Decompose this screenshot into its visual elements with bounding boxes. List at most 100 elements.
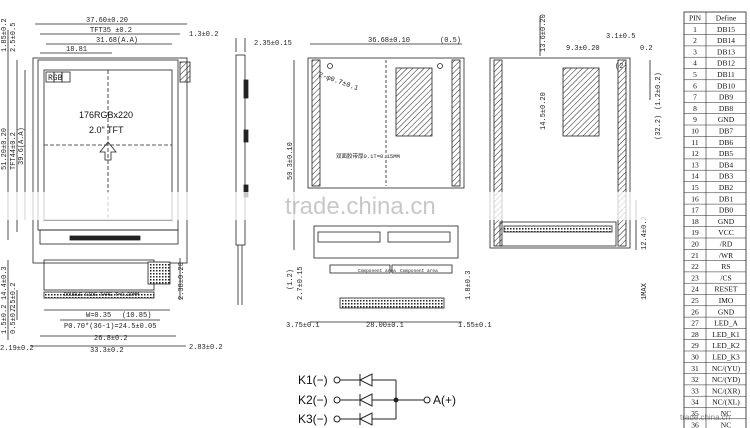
pin-define: DB5 bbox=[719, 149, 733, 158]
pin-number: 11 bbox=[691, 138, 698, 147]
pin-number: 22 bbox=[691, 262, 699, 271]
pin-number: 25 bbox=[691, 296, 699, 305]
right-label-c: 0.2 bbox=[640, 45, 653, 53]
right-label-d: 14.5±0.20 bbox=[540, 92, 548, 130]
right-label-e: (2) bbox=[615, 63, 628, 71]
pin-define: NC/(YD) bbox=[712, 375, 741, 384]
pin-define: NC bbox=[721, 409, 731, 418]
pin-define: NC/(XR) bbox=[712, 386, 740, 395]
pin-define: DB6 bbox=[719, 138, 733, 147]
pin-number: 36 bbox=[691, 420, 699, 428]
top-margin-2-label: 2.5±0.5 bbox=[10, 23, 18, 52]
pin-number: 23 bbox=[691, 273, 699, 282]
right-label-h: 12.4±0.2 bbox=[641, 216, 649, 250]
view-area-height-label: 39.6(A.A) bbox=[18, 127, 26, 165]
right-label-a: 9.3±0.20 bbox=[566, 45, 600, 53]
pin-define: IMO bbox=[719, 296, 734, 305]
tape-label: 双面胶带厚0.1T=0.15MM bbox=[336, 152, 400, 160]
up-arrow-icon bbox=[99, 141, 117, 161]
w-value-label: (10.85) bbox=[122, 312, 151, 320]
right-top-label: 13.6±0.20 bbox=[540, 14, 548, 52]
front-view-labels: 37.60±0.20 TFT35 ±0.2 31.68(A.A) 18.81 1… bbox=[0, 17, 223, 355]
k3-label: K3(−) bbox=[298, 412, 328, 426]
outline-width-label: 37.60±0.20 bbox=[86, 17, 128, 25]
pin-define: GND bbox=[718, 115, 735, 124]
right-bottom-margin-label: 2.83±0.2 bbox=[189, 344, 223, 352]
resolution-label: 176RGBx220 bbox=[79, 110, 133, 120]
pin-number: 35 bbox=[691, 409, 699, 418]
pin-number: 7 bbox=[693, 93, 697, 102]
pin-number: 33 bbox=[691, 386, 699, 395]
pin-number: 17 bbox=[691, 206, 699, 215]
pin-number: 10 bbox=[691, 127, 699, 136]
right-view bbox=[489, 16, 651, 250]
back-label-3: 1.8±0.3 bbox=[465, 271, 473, 300]
pin-define: NC/(XL) bbox=[712, 398, 740, 407]
pin-number: 14 bbox=[691, 172, 699, 181]
back-view bbox=[293, 43, 465, 323]
back-label-2: 2.7±0.15 bbox=[297, 266, 305, 300]
pin-define: DB11 bbox=[717, 70, 735, 79]
pin-number: 15 bbox=[691, 183, 699, 192]
pin-define: DB4 bbox=[719, 160, 733, 169]
tail-3-label: 1.5±0.2 bbox=[1, 305, 9, 334]
pin-define: VCC bbox=[718, 228, 733, 237]
back-offset-label: (0.5) bbox=[440, 37, 461, 45]
w-label: W=0.35 bbox=[86, 312, 111, 320]
pin-number: 2 bbox=[693, 36, 697, 45]
pin-define: LED_K1 bbox=[712, 330, 740, 339]
top-margin-1-label: 1.85±0.2 bbox=[1, 18, 9, 52]
right-label-g: (32.2) bbox=[655, 115, 663, 140]
pin-define: DB7 bbox=[719, 127, 733, 136]
right-view-labels: 13.6±0.20 9.3±0.20 3.1±0.5 0.2 14.5±0.20… bbox=[540, 14, 663, 300]
pin-number: 21 bbox=[691, 251, 699, 260]
right-label-i: 1MAX bbox=[641, 282, 649, 300]
hatched-pad bbox=[179, 61, 191, 83]
pin-define: DB15 bbox=[717, 25, 735, 34]
pin-number: 27 bbox=[691, 319, 699, 328]
pin-define: NC bbox=[721, 420, 731, 428]
pin-define: /WR bbox=[719, 251, 733, 260]
ic-area bbox=[395, 67, 433, 137]
pin-header: PIN bbox=[689, 14, 702, 23]
inner-width-label: 18.81 bbox=[66, 46, 87, 54]
define-header: Define bbox=[716, 14, 737, 23]
tail-4-label: 0.5±0.2 bbox=[10, 305, 18, 334]
k1-label: K1(−) bbox=[298, 373, 328, 387]
back-width-label: 36.68±0.10 bbox=[368, 37, 410, 45]
pin-table-frame bbox=[683, 11, 747, 428]
pin-define: DB9 bbox=[719, 93, 733, 102]
right-margin-label: 1.3±0.2 bbox=[189, 31, 218, 39]
circuit-labels: K1(−) K2(−) K3(−) A(+) bbox=[298, 373, 456, 426]
pin-define: LED_K3 bbox=[712, 353, 740, 362]
pin-define: DB10 bbox=[717, 81, 735, 90]
pin-define: NC/(YU) bbox=[712, 364, 741, 373]
pin-number: 34 bbox=[691, 398, 699, 407]
k2-label: K2(−) bbox=[298, 393, 328, 407]
hole-label: 2-φ0.7±0.1 bbox=[317, 71, 359, 93]
pin-define: /CS bbox=[720, 273, 731, 282]
pitch-label: P0.70*(36-1)=24.5±0.05 bbox=[64, 323, 156, 331]
pin-define: LED_K2 bbox=[712, 341, 740, 350]
pin-define: DB3 bbox=[719, 172, 733, 181]
thickness-label: 2.35±0.15 bbox=[254, 40, 292, 48]
pin-number: 4 bbox=[693, 59, 697, 68]
fpc-width-label: 26.8±0.2 bbox=[94, 335, 128, 343]
pin-define: DB8 bbox=[719, 104, 733, 113]
tft-width-label: TFT35 ±0.2 bbox=[90, 27, 132, 35]
fpc-tape-label: DOUBLE SIDE TAPE T=0.20MM bbox=[64, 292, 139, 298]
pin-define: /RD bbox=[720, 240, 733, 249]
fpc-height-label: 2.38±0.20 bbox=[178, 262, 186, 300]
pin-define: GND bbox=[718, 307, 735, 316]
component-area-label-2: Component area bbox=[400, 268, 438, 274]
pin-number: 20 bbox=[691, 240, 699, 249]
module-outline bbox=[32, 57, 188, 264]
small-watermark-text: trade.china.cn bbox=[680, 413, 730, 422]
pin-number: 31 bbox=[691, 364, 699, 373]
led-diode-3-icon bbox=[358, 412, 373, 426]
pin-define: DB2 bbox=[719, 183, 733, 192]
pin-number: 13 bbox=[691, 160, 699, 169]
back-bottom-left-label: 3.75±0.1 bbox=[286, 322, 320, 330]
